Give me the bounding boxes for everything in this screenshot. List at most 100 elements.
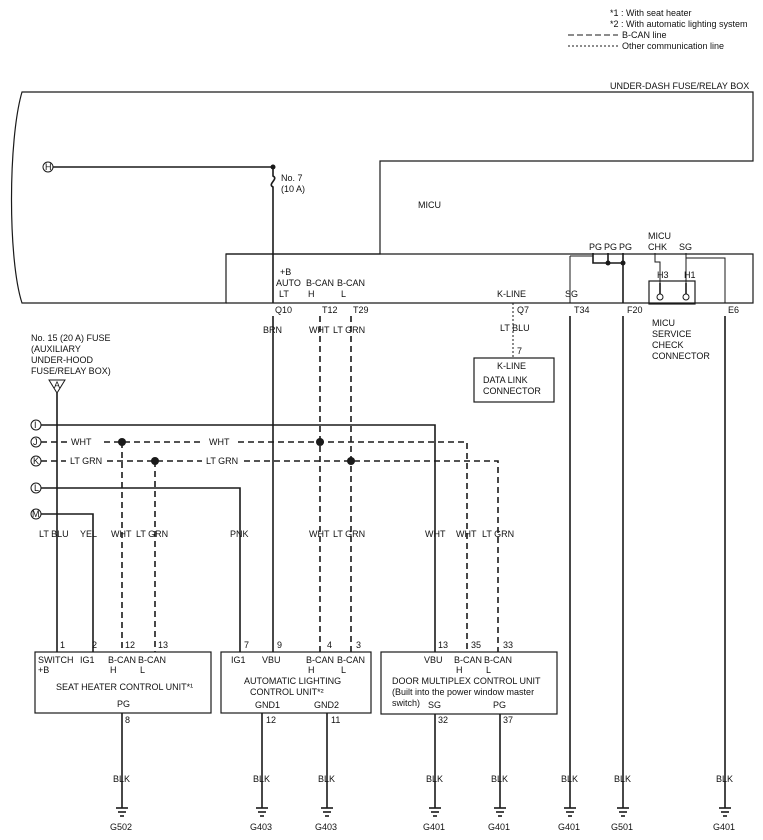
ground-4: BLK G401 [488, 774, 510, 832]
seat-heater-control-unit: 1 2 12 13 SWITCH +B IG1 B-CAN H B-CAN L … [34, 640, 212, 808]
micu-terminals: +B AUTO LT B-CAN H B-CAN L K-LINE SG Q10… [275, 231, 739, 315]
pin-t12: T12 [322, 305, 338, 315]
connector-h-label: H [45, 162, 52, 172]
light-gnd1-pin: 12 [266, 715, 276, 725]
ground-name: G502 [110, 822, 132, 832]
legend-note-2: *2 : With automatic lighting system [610, 19, 748, 29]
ground-name: G401 [423, 822, 445, 832]
pin-h3: H3 [657, 270, 669, 280]
legend: *1 : With seat heater *2 : With automati… [568, 8, 748, 51]
wire-brn-label: BRN [263, 325, 282, 335]
wire-ltgrn-3: LT GRN [482, 529, 514, 539]
ground-wire-color: BLK [253, 774, 270, 784]
fuse-7-circuit: H No. 7 (10 A) [42, 161, 305, 303]
ground-name: G403 [315, 822, 337, 832]
light-t4b: L [341, 665, 346, 675]
wire-ltblu: LT BLU [39, 529, 69, 539]
dlc-name-2: CONNECTOR [483, 386, 541, 396]
fuse-7-icon [270, 167, 276, 303]
seat-t2: IG1 [80, 655, 95, 665]
pin-f20: F20 [627, 305, 643, 315]
fuse-7-rating: (10 A) [281, 184, 305, 194]
ground-wire-color: BLK [614, 774, 631, 784]
term-sg-chk: SG [679, 242, 692, 252]
connector-l-label: L [34, 483, 39, 493]
service-connector-line3: CHECK [652, 340, 684, 350]
micu-outline [226, 253, 754, 304]
light-t1: IG1 [231, 655, 246, 665]
fuse-15-line4: FUSE/RELAY BOX) [31, 366, 111, 376]
term-lt: LT [279, 289, 289, 299]
wire-color-row: LT BLU YEL WHT LT GRN PNK WHT LT GRN WHT… [39, 529, 514, 539]
fuse-7-name: No. 7 [281, 173, 303, 183]
micu-wires: BRN WHT LT GRN [121, 316, 726, 808]
ground-6: BLK G501 [611, 774, 633, 832]
under-dash-fuse-relay-box: UNDER-DASH FUSE/RELAY BOX MICU [10, 81, 754, 304]
light-t3a: B-CAN [306, 655, 334, 665]
door-mpx-box [380, 651, 558, 715]
door-multiplex-control-unit: 13 35 33 VBU B-CAN H B-CAN L DOOR MULTIP… [380, 640, 558, 808]
connector-a-icon [48, 379, 66, 394]
ground-name: G501 [611, 822, 633, 832]
wire-m [41, 513, 94, 652]
seat-t3b: H [110, 665, 117, 675]
chk-internal [654, 253, 726, 303]
wire-k-color-1: LT GRN [70, 456, 102, 466]
wire-j-color-2: WHT [209, 437, 230, 447]
light-pin-7: 7 [244, 640, 249, 650]
wire-wht-1: WHT [111, 529, 132, 539]
ground-wire-color: BLK [491, 774, 508, 784]
seat-pg: PG [117, 699, 130, 709]
term-bcan-h: B-CAN [306, 278, 334, 288]
splice-pg-2 [620, 260, 626, 266]
term-kline: K-LINE [497, 289, 526, 299]
fuse-15-line1: No. 15 (20 A) FUSE [31, 333, 111, 343]
fuse-box-outline [10, 91, 754, 304]
wire-ltgrn-2: LT GRN [333, 529, 365, 539]
ground-wire-color: BLK [716, 774, 733, 784]
pin-e6: E6 [728, 305, 739, 315]
light-t2: VBU [262, 655, 281, 665]
ground-wire-color: BLK [561, 774, 578, 784]
auto-light-box [220, 651, 372, 714]
seat-pg-pin: 8 [125, 715, 130, 725]
seat-t4b: L [140, 665, 145, 675]
seat-heater-box [34, 651, 212, 714]
ground-7: BLK G401 [713, 774, 735, 832]
term-h: H [308, 289, 315, 299]
ground-wire-color: BLK [426, 774, 443, 784]
service-connector-line1: MICU [652, 318, 675, 328]
seat-pin-13: 13 [158, 640, 168, 650]
door-name-3: switch) [392, 698, 420, 708]
pin-h1: H1 [684, 270, 696, 280]
wire-yel: YEL [80, 529, 97, 539]
light-pin-3: 3 [356, 640, 361, 650]
wire-wht-3: WHT [425, 529, 446, 539]
connector-i-label: I [34, 420, 37, 430]
term-plus-b: +B [280, 267, 291, 277]
wire-ltgrn-top: LT GRN [333, 325, 365, 335]
pin-t34: T34 [574, 305, 590, 315]
door-name-1: DOOR MULTIPLEX CONTROL UNIT [392, 676, 541, 686]
wire-i [41, 424, 436, 652]
service-connector-body [648, 280, 696, 305]
term-l: L [341, 289, 346, 299]
door-pg-pin: 37 [503, 715, 513, 725]
ground-name: G401 [488, 822, 510, 832]
data-link-connector: LT BLU 7 K-LINE DATA LINK CONNECTOR [473, 303, 555, 403]
fuse-15-line3: UNDER-HOOD [31, 355, 93, 365]
connector-k-label: K [33, 456, 39, 466]
term-auto: AUTO [276, 278, 301, 288]
legend-other-line: Other communication line [622, 41, 724, 51]
term-pg-1: PG [589, 242, 602, 252]
ground-name: G401 [713, 822, 735, 832]
door-pin-35: 35 [471, 640, 481, 650]
service-pin-h1-icon [682, 293, 690, 301]
light-t4a: B-CAN [337, 655, 365, 665]
wire-wht-top: WHT [309, 325, 330, 335]
service-connector-line4: CONNECTOR [652, 351, 710, 361]
light-gnd2-pin: 11 [331, 715, 340, 725]
